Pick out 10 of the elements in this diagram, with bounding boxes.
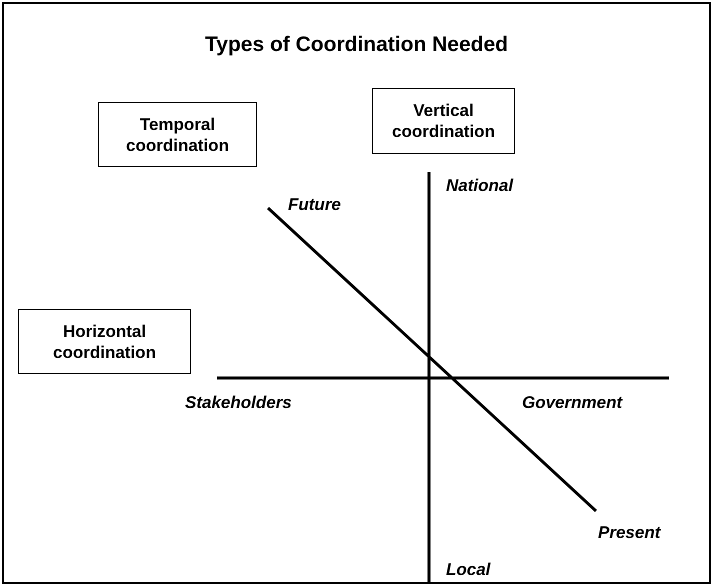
- axis-label: Stakeholders: [185, 393, 292, 413]
- label-box: Temporal coordination: [98, 102, 257, 167]
- label-box: Horizontal coordination: [18, 309, 191, 374]
- axis-label: Government: [522, 393, 622, 413]
- axis-label: Local: [446, 560, 490, 580]
- title: Types of Coordination Needed: [204, 33, 509, 57]
- label-box: Vertical coordination: [372, 88, 515, 154]
- axis-label: Present: [598, 523, 660, 543]
- axis-label: National: [446, 176, 514, 196]
- axis-label: Future: [288, 195, 341, 215]
